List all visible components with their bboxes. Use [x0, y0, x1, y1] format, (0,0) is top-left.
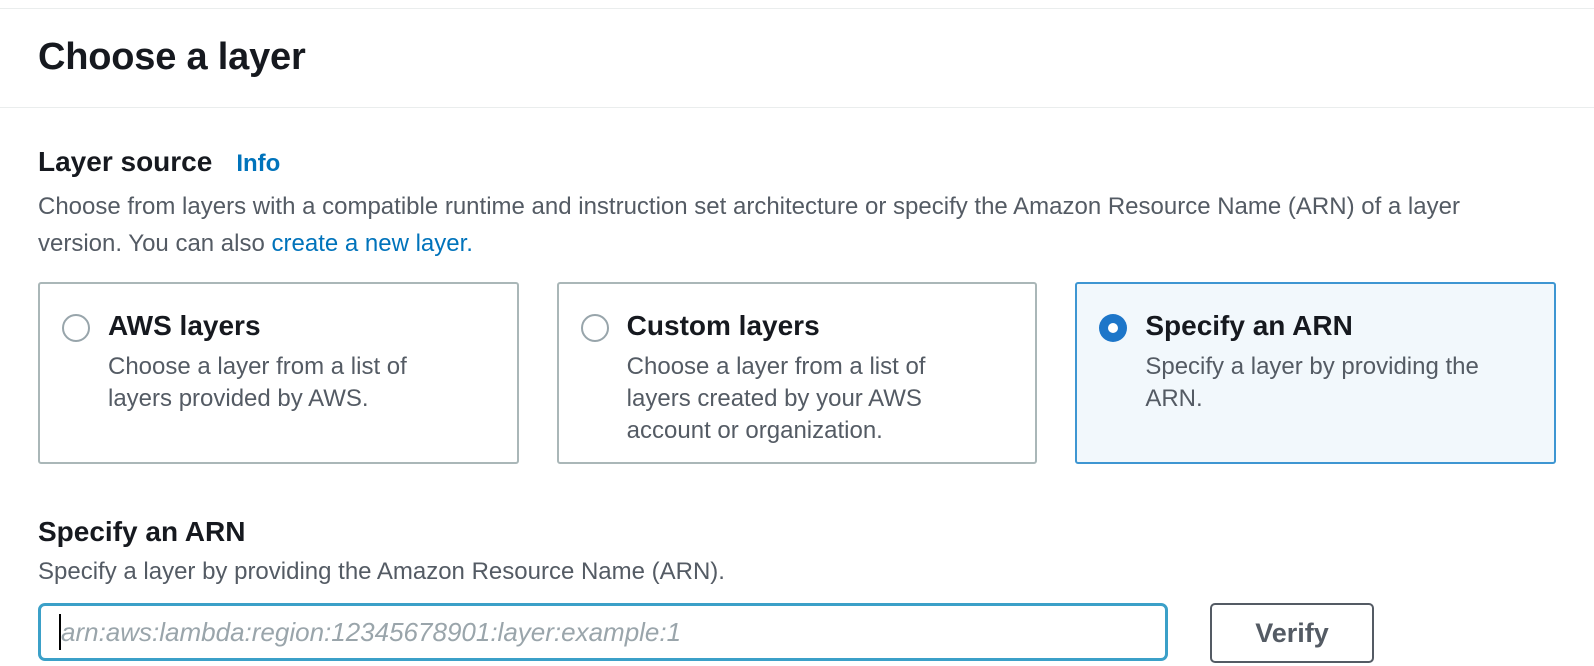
layer-source-label-row: Layer source Info [38, 146, 1556, 178]
option-aws-layers-text: AWS layers Choose a layer from a list of… [108, 310, 453, 415]
option-specify-arn-text: Specify an ARN Specify a layer by provid… [1145, 310, 1490, 415]
option-specify-arn[interactable]: Specify an ARN Specify a layer by provid… [1075, 282, 1557, 464]
specify-arn-section: Specify an ARN Specify a layer by provid… [38, 516, 1556, 663]
dialog-header: Choose a layer [0, 0, 1594, 108]
option-description: Specify a layer by providing the ARN. [1145, 353, 1479, 412]
option-title: AWS layers [108, 310, 261, 341]
option-title: Custom layers [626, 310, 820, 341]
layer-source-description-text: Choose from layers with a compatible run… [38, 193, 1460, 257]
option-custom-layers-text: Custom layers Choose a layer from a list… [627, 310, 972, 447]
specify-arn-description: Specify a layer by providing the Amazon … [38, 558, 725, 585]
option-description: Choose a layer from a list of layers pro… [108, 353, 407, 412]
page-title: Choose a layer [38, 36, 306, 78]
arn-input-wrap [38, 603, 1168, 661]
text-cursor [59, 614, 61, 650]
info-link[interactable]: Info [236, 150, 281, 177]
arn-input[interactable] [38, 603, 1168, 661]
arn-input-row: Verify [38, 603, 1556, 663]
layer-source-label: Layer source [38, 146, 213, 177]
top-divider [0, 8, 1594, 9]
layer-source-description: Choose from layers with a compatible run… [38, 188, 1528, 262]
verify-button[interactable]: Verify [1210, 603, 1374, 663]
option-title: Specify an ARN [1145, 310, 1353, 341]
layer-source-options: AWS layers Choose a layer from a list of… [38, 282, 1557, 464]
radio-checked-icon[interactable] [1099, 314, 1128, 342]
radio-unchecked-icon[interactable] [580, 314, 609, 342]
dialog-body: Layer source Info Choose from layers wit… [0, 108, 1594, 663]
option-aws-layers[interactable]: AWS layers Choose a layer from a list of… [38, 282, 519, 464]
option-description: Choose a layer from a list of layers cre… [626, 353, 926, 444]
create-new-layer-link[interactable]: create a new layer. [271, 230, 473, 257]
specify-arn-title: Specify an ARN [38, 516, 246, 547]
option-custom-layers[interactable]: Custom layers Choose a layer from a list… [556, 282, 1038, 464]
radio-unchecked-icon[interactable] [62, 314, 90, 342]
